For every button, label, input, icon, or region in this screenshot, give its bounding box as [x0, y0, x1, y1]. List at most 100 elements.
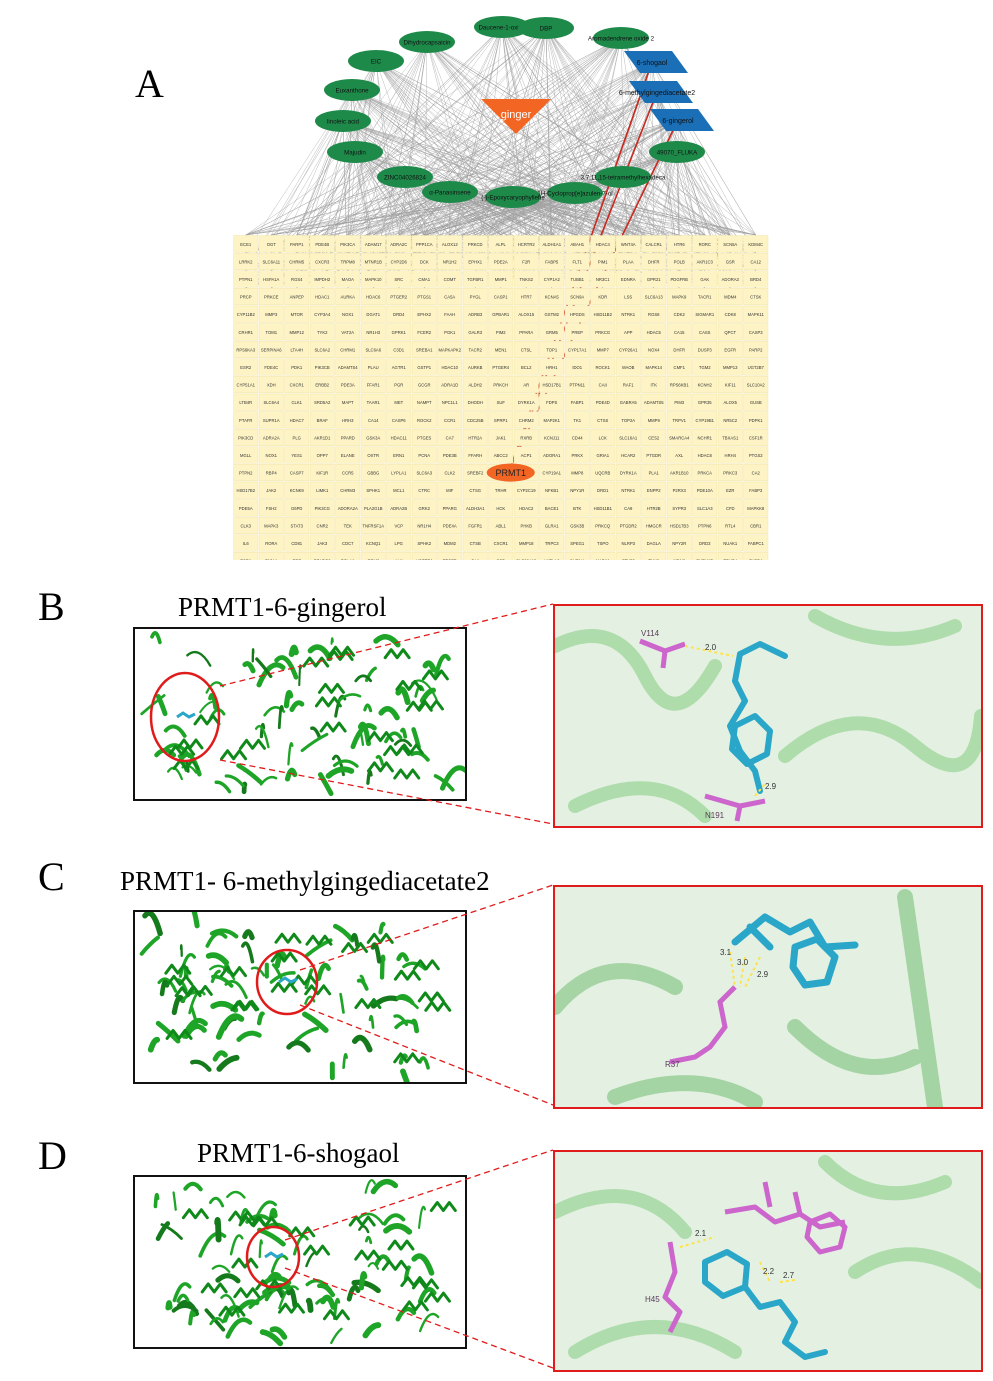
target-label: NPC1L1 — [442, 400, 458, 405]
target-label: FDPS — [546, 400, 557, 405]
target-label: RORA — [265, 541, 277, 546]
target-label: ROCK1 — [596, 365, 611, 370]
target-label: PDE3B — [443, 453, 457, 458]
helix-segment — [304, 658, 328, 666]
ribbon-segment — [334, 761, 357, 766]
target-label: PPARD — [341, 435, 355, 440]
target-label: SPHK1 — [366, 488, 380, 493]
target-label: PRKCQ — [595, 523, 611, 528]
target-label: CMF1 — [674, 365, 686, 370]
ribbon-segment — [245, 932, 252, 938]
target-label: VCP — [394, 523, 403, 528]
panel-d-letter: D — [38, 1132, 67, 1179]
distance-label: 3.0 — [737, 958, 749, 967]
ribbon-segment — [217, 1220, 218, 1239]
compound-label: EIC — [371, 59, 382, 66]
ribbon-segment — [296, 1028, 317, 1040]
target-label: YES1 — [291, 453, 302, 458]
target-label: PIK3CD — [238, 435, 253, 440]
ribbon-segment — [185, 1184, 200, 1189]
distance-label: 2.1 — [695, 1229, 707, 1238]
target-label: FABP5 — [545, 259, 559, 264]
target-label: HSPA1A — [263, 277, 279, 282]
target-label: KDM4C — [748, 242, 763, 247]
target-label: PGR — [394, 383, 403, 388]
target-label: TGFBR1 — [467, 277, 484, 282]
target-label: NAMPT — [417, 400, 432, 405]
binding-site-closeup: R37 3.1 3.0 2.9 — [555, 887, 981, 1107]
target-label: IMPDH2 — [314, 277, 330, 282]
target-label: ADRA2C — [390, 242, 407, 247]
target-label: TK1 — [573, 418, 581, 423]
target-label: JAK3 — [317, 541, 328, 546]
target-label: C3D1 — [393, 347, 404, 352]
ribbon-segment — [344, 1054, 347, 1067]
target-label: PPARA — [519, 330, 533, 335]
target-label: TACR1 — [698, 295, 712, 300]
target-label: KCNH2 — [698, 383, 713, 388]
target-label: SRC — [394, 277, 403, 282]
ribbon-segment — [239, 1033, 259, 1039]
target-label: CA14 — [368, 418, 379, 423]
target-label: FFARH — [468, 453, 482, 458]
target-label: TNKS2 — [520, 277, 534, 282]
target-label: PDE3A — [341, 383, 355, 388]
target-label: OXTR — [367, 453, 379, 458]
target-label: HRH3 — [342, 418, 354, 423]
target-label: HDAC1 — [315, 295, 330, 300]
ribbon-segment — [370, 1016, 373, 1027]
target-label: PTGER4 — [492, 365, 509, 370]
target-label: MAPK9 — [672, 295, 687, 300]
target-label: PDE4A — [443, 523, 457, 528]
ribbon-segment — [299, 665, 301, 685]
compound-label: 3,7,11,15-tetramethylhexadeca — [581, 175, 666, 182]
target-label: GSR — [726, 259, 735, 264]
target-label: JAK1 — [496, 435, 507, 440]
ribbon-segment — [377, 756, 382, 764]
ribbon-segment — [260, 1240, 262, 1257]
ribbon-segment — [306, 1253, 313, 1266]
target-label: EPHX2 — [417, 312, 431, 317]
compound-label: α-Panasinsene — [429, 190, 471, 197]
target-label: CTSG — [469, 488, 481, 493]
target-label: UQCRB — [595, 471, 610, 476]
helix-segment — [356, 1251, 380, 1259]
target-label: MMP18 — [519, 541, 534, 546]
ribbon-segment — [226, 981, 246, 997]
target-label: KIF11 — [725, 383, 737, 388]
helix-segment — [419, 993, 443, 1001]
helix-segment — [343, 943, 367, 951]
panel-b-protein-view — [133, 627, 467, 801]
ribbon-segment — [238, 766, 260, 782]
helix-segment — [319, 684, 343, 692]
target-label: PRKCE — [264, 295, 279, 300]
ribbon-segment — [359, 1226, 368, 1232]
target-label: AKR1D1 — [314, 435, 331, 440]
target-label: PARP2 — [749, 347, 763, 352]
target-label: SCN5A — [723, 242, 737, 247]
target-label: CYP2C19 — [517, 488, 536, 493]
residue-label: N191 — [705, 811, 725, 820]
target-label: NOX1 — [266, 453, 278, 458]
target-label: TEK — [344, 523, 352, 528]
target-label: PDGFRB — [671, 277, 689, 282]
target-label: PIM3 — [674, 400, 684, 405]
target-label: PDE4B — [315, 242, 329, 247]
target-label: CASP7 — [290, 471, 304, 476]
helix-segment — [425, 1293, 449, 1301]
target-label: CBR1 — [750, 523, 762, 528]
distance-label: 2.9 — [757, 970, 769, 979]
target-label: KCNQ1 — [366, 541, 381, 546]
target-label: APP — [624, 330, 633, 335]
target-label: PPARG2 — [314, 559, 331, 560]
panel-d-title: PRMT1-6-shogaol — [197, 1138, 400, 1169]
ribbon-segment — [279, 706, 282, 727]
target-label: LIMK1 — [316, 488, 329, 493]
target-label: GPR35 — [698, 400, 712, 405]
target-label: CLK3 — [241, 523, 252, 528]
target-label: PTGFR — [443, 559, 457, 560]
hub-target-label: PRMT1 — [495, 468, 526, 478]
target-label: DRD1 — [597, 488, 609, 493]
ribbon-segment — [373, 945, 379, 962]
target-label: XDH — [267, 383, 276, 388]
